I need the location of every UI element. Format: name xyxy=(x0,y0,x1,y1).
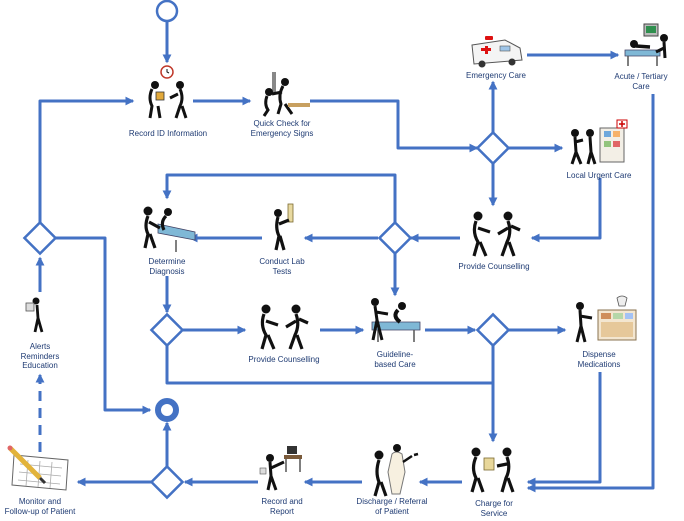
decision-emergency xyxy=(475,130,511,166)
node-label-line: Record ID Information xyxy=(128,129,208,138)
node-label-record-id: Record ID Information xyxy=(129,129,207,139)
node-label-line: Diagnosis xyxy=(149,266,185,276)
arrow-decision2-to-diagnosis xyxy=(162,173,397,222)
node-label-counselling-1: Provide Counselling xyxy=(458,262,529,272)
clock-figures-icon xyxy=(148,65,188,119)
payment-clipboard-icon xyxy=(470,447,515,493)
arrow-quickcheck-to-decision xyxy=(310,99,479,153)
node-label-line: Quick Check for xyxy=(253,119,311,128)
decision-diagnosis xyxy=(149,312,185,348)
decision-lab xyxy=(377,220,413,256)
node-label-line: Guideline- xyxy=(376,350,414,359)
patient-bed-icon xyxy=(371,298,421,342)
node-label-line: Monitor and xyxy=(18,497,62,506)
node-label-line: Care xyxy=(632,81,650,91)
node-label-emergency-care: Emergency Care xyxy=(466,71,526,81)
decision-dispense xyxy=(475,312,511,348)
decision-alerts xyxy=(22,220,58,256)
node-label-line: Report xyxy=(269,506,295,516)
node-label-line: Reminders xyxy=(20,351,60,361)
node-label-line: Provide Counselling xyxy=(248,355,320,364)
arrow-decisionL-to-end xyxy=(55,236,152,415)
node-label-line: Provide Counselling xyxy=(458,262,530,271)
node-label-line: Emergency Care xyxy=(465,71,527,80)
test-tube-icon xyxy=(274,203,294,251)
arrow-dispense-to-charge xyxy=(526,372,602,487)
arrow-decisionL-to-record xyxy=(38,96,135,222)
arrow-decision3-to-charge xyxy=(165,346,493,385)
node-label-line: Charge for xyxy=(475,499,513,508)
node-label-line: based Care xyxy=(374,359,416,369)
desk-computer-icon xyxy=(259,446,302,491)
doctor-patient-icon xyxy=(373,444,419,497)
node-label-line: Discharge / Referral xyxy=(356,497,428,506)
node-label-line: Education xyxy=(22,361,58,370)
node-label-line: Acute / Tertiary xyxy=(614,72,668,81)
pharmacy-counter-icon xyxy=(575,295,637,343)
arrow-acute-to-charge xyxy=(526,94,655,493)
end-node xyxy=(155,398,179,422)
node-label-line: Medications xyxy=(577,359,621,369)
node-label-line: Dispense xyxy=(582,350,616,359)
node-label-line: Conduct Lab xyxy=(259,257,305,266)
decision-record xyxy=(149,464,185,500)
node-label-guideline-care: Guideline-based Care xyxy=(374,350,415,369)
first-aid-cabinet-icon xyxy=(570,119,628,165)
node-label-line: Tests xyxy=(272,266,292,276)
ambulance-icon xyxy=(471,36,523,68)
node-label-line: Alerts xyxy=(29,342,51,351)
hospital-bed-icon xyxy=(624,23,668,66)
node-label-line: Local Urgent Care xyxy=(566,171,632,180)
examination-icon xyxy=(262,72,310,117)
node-label-local-urgent: Local Urgent Care xyxy=(567,171,632,181)
node-label-line: Emergency Signs xyxy=(250,128,314,138)
node-label-counselling-2: Provide Counselling xyxy=(248,355,319,365)
node-label-line: of Patient xyxy=(375,506,409,516)
node-label-line: Determine xyxy=(148,257,186,266)
node-label-line: Service xyxy=(480,508,508,518)
calendar-pencil-icon xyxy=(7,445,69,491)
arrow-local-to-counselling xyxy=(530,178,602,243)
two-people-talking-icon xyxy=(260,304,309,350)
exam-table-icon xyxy=(143,206,196,252)
node-label-line: Follow-up of Patient xyxy=(4,506,76,516)
node-label-line: Record and xyxy=(261,497,303,506)
two-people-talking-icon xyxy=(472,211,521,257)
start-node xyxy=(155,0,179,23)
reading-person-icon xyxy=(25,297,44,333)
